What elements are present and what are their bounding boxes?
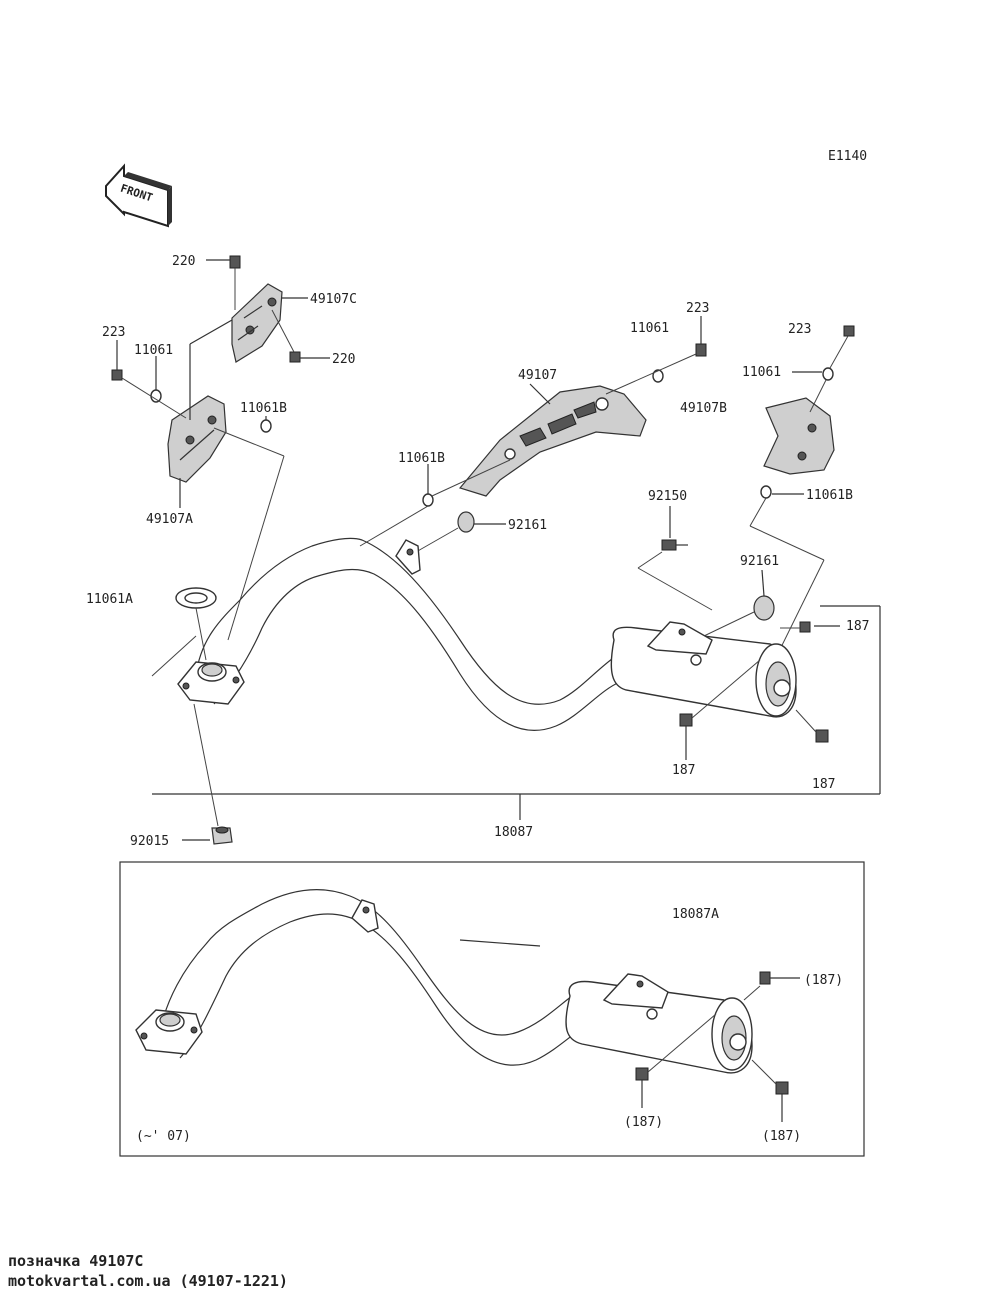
bolt-223-left bbox=[111, 369, 123, 381]
callout-187-p1: (187) bbox=[804, 973, 843, 988]
washer-11061B-left bbox=[260, 419, 272, 433]
callout-18087: 18087 bbox=[494, 825, 533, 840]
footer-source: motokvartal.com.ua (49107-1221) bbox=[8, 1272, 288, 1290]
callout-11061-left: 11061 bbox=[134, 343, 173, 358]
bolt-187-b bbox=[679, 713, 693, 727]
year-note: (~' 07) bbox=[136, 1129, 191, 1144]
footer-part-note: позначка 49107C bbox=[8, 1252, 144, 1270]
damper-92161-b bbox=[753, 595, 775, 621]
nut-92015 bbox=[211, 826, 233, 845]
bolt-223-mid bbox=[695, 343, 707, 357]
bolt-187-p2 bbox=[635, 1067, 649, 1081]
callout-187-p3: (187) bbox=[762, 1129, 801, 1144]
callout-92161-a: 92161 bbox=[508, 518, 547, 533]
washer-11061B-right bbox=[760, 485, 772, 499]
bolt-220-mid bbox=[289, 351, 301, 363]
washer-11061B-mid bbox=[422, 493, 434, 507]
bolt-220-top bbox=[229, 255, 241, 310]
callout-49107A: 49107A bbox=[146, 512, 193, 527]
callout-220-top: 220 bbox=[172, 254, 195, 269]
callout-223-right: 223 bbox=[788, 322, 811, 337]
callout-11061B-right: 11061B bbox=[806, 488, 853, 503]
diagram-code: E1140 bbox=[828, 149, 867, 164]
front-arrow-icon: FRONT bbox=[105, 163, 172, 228]
callout-11061-mid: 11061 bbox=[630, 321, 669, 336]
exhaust-pipe-18087A bbox=[135, 889, 753, 1074]
callout-92150: 92150 bbox=[648, 489, 687, 504]
heat-guard-49107C bbox=[231, 283, 283, 363]
callout-49107C: 49107C bbox=[310, 292, 357, 307]
callout-11061B-left: 11061B bbox=[240, 401, 287, 416]
callout-18087A: 18087A bbox=[672, 907, 719, 922]
callout-220-mid: 220 bbox=[332, 352, 355, 367]
exhaust-pipe-18087 bbox=[177, 537, 797, 731]
callout-11061B-mid: 11061B bbox=[398, 451, 445, 466]
bolt-187-p3 bbox=[775, 1081, 789, 1095]
callout-223-mid: 223 bbox=[686, 301, 709, 316]
callout-49107: 49107 bbox=[518, 368, 557, 383]
damper-92161-a bbox=[457, 511, 475, 533]
heat-guard-49107 bbox=[458, 385, 647, 497]
bolt-187-p1 bbox=[759, 971, 771, 985]
callout-187-a: 187 bbox=[846, 619, 869, 634]
callout-187-p2: (187) bbox=[624, 1115, 663, 1130]
callout-223-left: 223 bbox=[102, 325, 125, 340]
heat-guard-49107B bbox=[763, 397, 835, 475]
callout-187-c: 187 bbox=[812, 777, 835, 792]
callout-92015: 92015 bbox=[130, 834, 169, 849]
bolt-223-right bbox=[843, 325, 855, 337]
callout-187-b: 187 bbox=[672, 763, 695, 778]
callout-11061A: 11061A bbox=[86, 592, 133, 607]
gasket-11061A bbox=[175, 587, 217, 609]
callout-92161-b: 92161 bbox=[740, 554, 779, 569]
heat-guard-49107A bbox=[167, 395, 227, 483]
callout-11061-right: 11061 bbox=[742, 365, 781, 380]
washer-11061-mid bbox=[652, 369, 664, 383]
bolt-187-c bbox=[815, 729, 829, 743]
bolt-187-a bbox=[799, 621, 811, 633]
washer-11061-left bbox=[150, 389, 162, 403]
variant-box-18087A bbox=[119, 861, 865, 1157]
bolt-92150 bbox=[661, 539, 688, 551]
washer-11061-right bbox=[822, 367, 834, 381]
callout-49107B: 49107B bbox=[680, 401, 727, 416]
